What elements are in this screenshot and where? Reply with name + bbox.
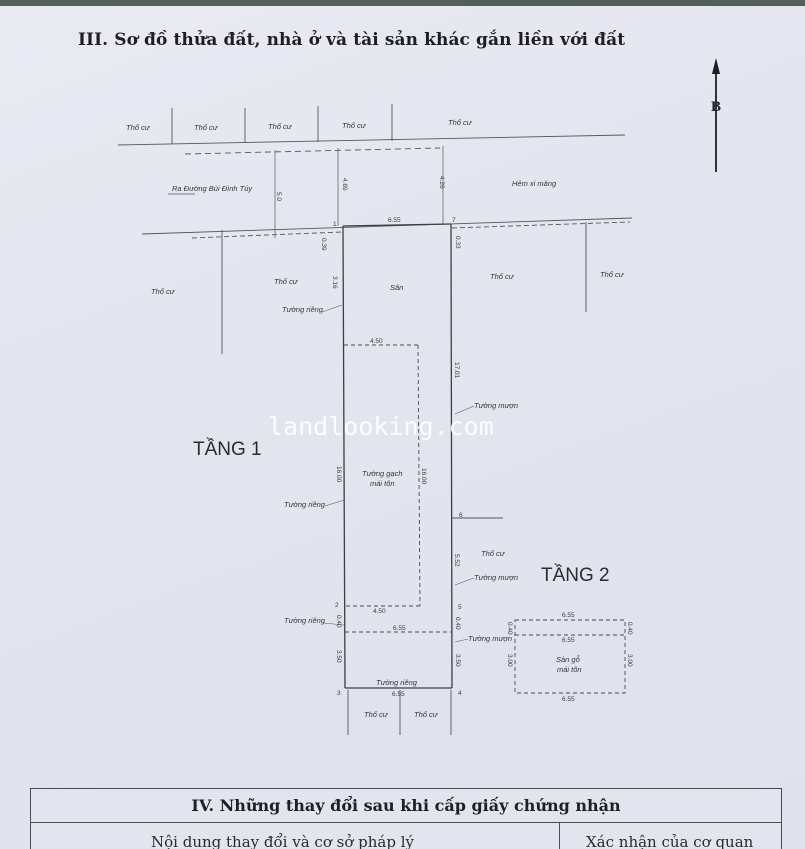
dimension-label: 3.50 (454, 654, 461, 667)
alley-width: 5.0 (275, 192, 282, 201)
changes-column-confirm: Xác nhận của cơ quan (586, 833, 754, 849)
dimension-label: 3.16 (331, 276, 338, 289)
house-outline (344, 344, 451, 633)
column-divider (559, 823, 561, 849)
alley-width: 4.69 (341, 178, 348, 191)
neighbor-left-near: Thổ cư (274, 277, 299, 286)
dimension-label: 6.55 (393, 625, 406, 632)
neighbor-bottom: Thổ cư (414, 710, 439, 719)
dimension-label: 4.50 (370, 338, 383, 345)
changes-column-content: Nội dung thay đổi và cơ sở pháp lý (151, 833, 414, 849)
dimension-label: 6.55 (562, 612, 575, 619)
alley-label: Hẻm xi măng (512, 179, 557, 188)
wall-label: Tường riêng (284, 500, 326, 509)
top-lot-label: Thổ cư (448, 118, 473, 127)
corner-point: 2 (335, 602, 339, 609)
dimension-label: 5.52 (453, 554, 460, 567)
house-label: Tường gạch (362, 469, 403, 478)
house-roof-label: mái tôn (370, 479, 395, 488)
dimension-label: 0.39 (320, 238, 327, 251)
section-title: III. Sơ đồ thửa đất, nhà ở và tài sản kh… (78, 30, 626, 50)
road-label: Ra Đường Bùi Đình Túy (172, 184, 253, 193)
floor-1-label: TẦNG 1 (193, 438, 262, 460)
floor-2-label: TẦNG 2 (541, 564, 610, 586)
wall-label: Tường riêng (376, 678, 418, 687)
alley-width-markers (274, 146, 444, 238)
neighbor-bottom: Thổ cư (364, 710, 389, 719)
neighbor-left-far: Thổ cư (151, 287, 176, 296)
floor-2-roof-label: mái tôn (557, 665, 582, 674)
corner-point: 4 (458, 690, 462, 697)
top-lot-label: Thổ cư (194, 123, 219, 132)
dimension-label: 6.55 (562, 696, 575, 703)
dimension-label: 0.40 (626, 622, 633, 635)
dimension-label: 0.33 (454, 236, 461, 249)
dimension-label: 0.40 (454, 617, 461, 630)
wall-label: Tường mượn (474, 573, 518, 582)
corner-point: 7 (452, 217, 456, 224)
neighbor-right-mid: Thổ cư (481, 549, 506, 558)
neighbor-right-near: Thổ cư (490, 272, 515, 281)
wall-label: Tường riêng (282, 305, 324, 314)
alley-width: 4.26 (438, 176, 445, 189)
dimension-label: 17.01 (453, 362, 460, 379)
top-lot-label: Thổ cư (126, 123, 151, 132)
floor-2-outline (514, 619, 626, 694)
north-letter: B (711, 99, 721, 115)
bottom-neighbor-lines (347, 690, 452, 735)
dimension-label: 16.00 (420, 468, 427, 485)
wall-label: Tường riêng (284, 616, 326, 625)
corner-point: 3 (337, 690, 341, 697)
dimension-label: 4.50 (373, 608, 386, 615)
top-lot-label: Thổ cư (268, 122, 293, 131)
dimension-label: 16.00 (335, 466, 342, 483)
floor-2-room-label: Sàn gỗ (556, 655, 581, 664)
lot-outline (342, 223, 453, 689)
yard-label: Sân (390, 283, 403, 292)
neighbor-right-far: Thổ cư (600, 270, 625, 279)
top-edge-band (0, 0, 805, 6)
changes-section-title: IV. Những thay đổi sau khi cấp giấy chứn… (31, 789, 781, 823)
dimension-label: 3.00 (626, 654, 633, 667)
top-neighbor-lots (117, 104, 626, 155)
front-boundary (141, 217, 633, 354)
dimension-label: 6.55 (392, 691, 405, 698)
dimension-label: 0.40 (335, 615, 342, 628)
wall-label: Tường mượn (474, 401, 518, 410)
dimension-label: 3.50 (335, 650, 342, 663)
corner-point: 5 (458, 604, 462, 611)
wall-label: Tường mượn (468, 634, 512, 643)
top-lot-label: Thổ cư (342, 121, 367, 130)
changes-table: IV. Những thay đổi sau khi cấp giấy chứn… (30, 788, 782, 849)
dimension-label: 6.55 (388, 217, 401, 224)
north-arrow-icon (712, 58, 720, 172)
land-plot-diagram: B Thổ cư Thổ cư Thổ cư Thổ cư Thổ cư Ra … (117, 58, 721, 735)
dimension-label: 0.40 (506, 622, 513, 635)
dimension-label: 6.55 (562, 637, 575, 644)
corner-point: 1 (333, 221, 337, 228)
corner-point: 6 (459, 512, 463, 519)
watermark-text: landlooking.com (268, 412, 494, 441)
dimension-label: 3.00 (506, 654, 513, 667)
